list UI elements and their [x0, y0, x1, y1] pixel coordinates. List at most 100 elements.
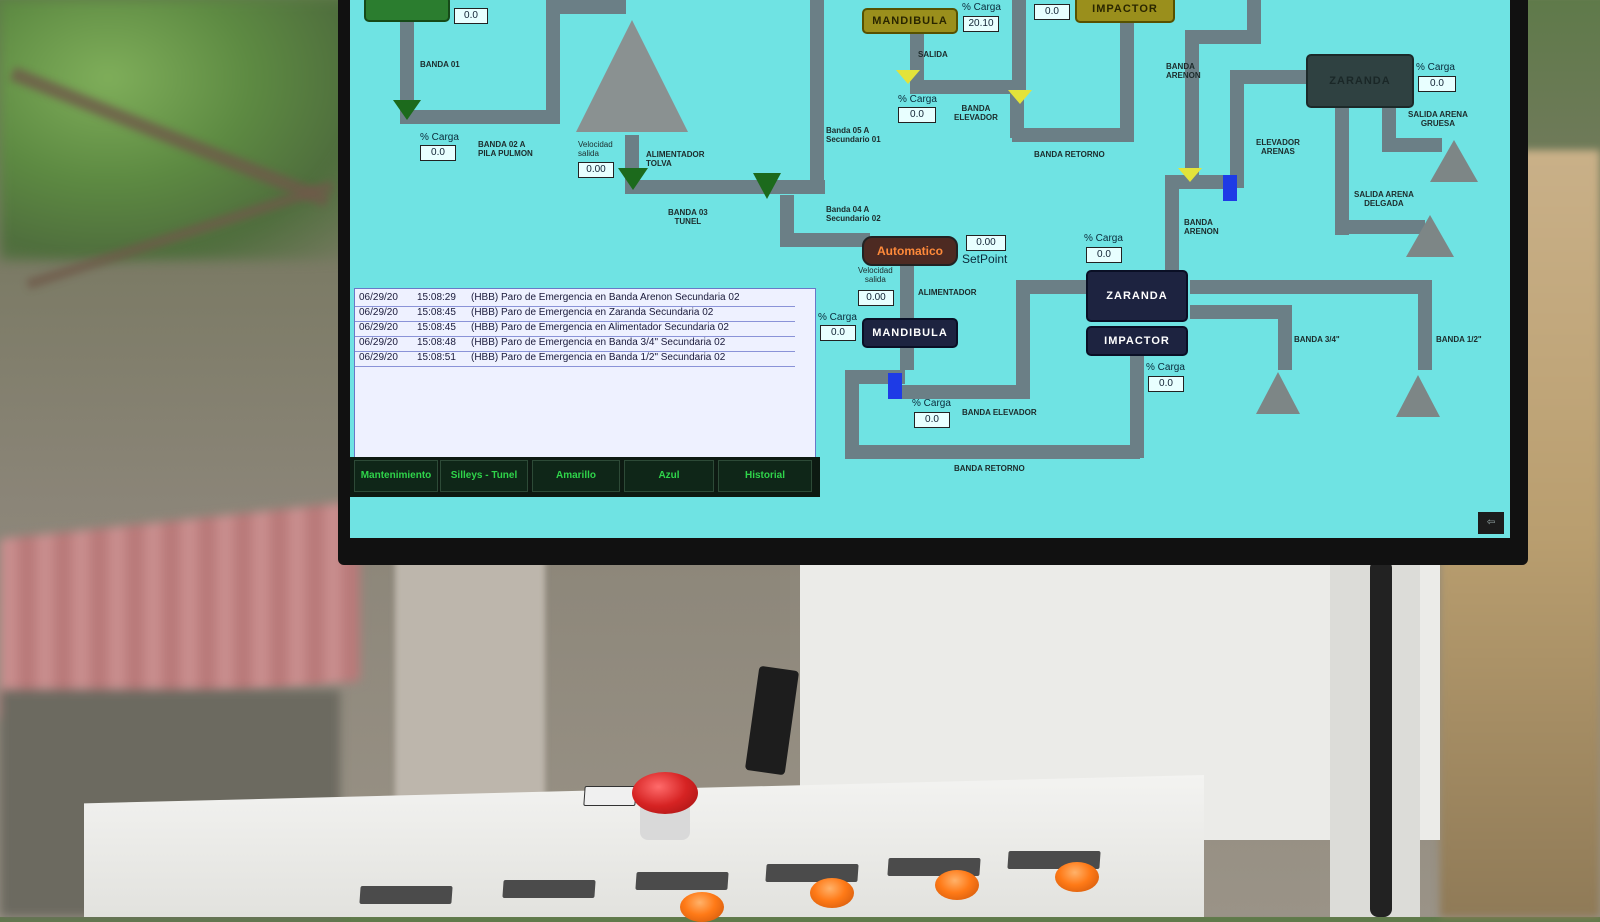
alarm-time: 15:08:45 [417, 307, 456, 318]
zaranda-top-carga-label: % Carga [1416, 62, 1455, 73]
banda05-label: Banda 05 A Secundario 01 [826, 126, 881, 144]
stockpile-icon [1430, 140, 1478, 182]
alarm-row[interactable]: 06/29/20 15:08:45 (HBB) Paro de Emergenc… [355, 306, 795, 322]
console-label-plate [583, 786, 637, 806]
velocidad-salida-value: 0.00 [858, 290, 894, 306]
banda03-label: BANDA 03 TUNEL [668, 208, 708, 226]
blue-valve-icon [1223, 175, 1237, 201]
console-label-plate [359, 886, 453, 904]
carga02-value: 0.0 [454, 8, 488, 24]
impactor-top-block[interactable]: IMPACTOR [1075, 0, 1175, 23]
push-button-icon[interactable] [1055, 862, 1099, 892]
stockpile-icon [1406, 215, 1454, 257]
mandibula-top-block[interactable]: MANDIBULA [862, 8, 958, 34]
zaranda-bottom-carga-label: % Carga [1084, 233, 1123, 244]
carga01-value: 0.0 [420, 145, 456, 161]
pipe [910, 20, 924, 80]
push-button-icon[interactable] [680, 892, 724, 922]
tab-amarillo[interactable]: Amarillo [532, 460, 620, 492]
zaranda-bottom-label: ZARANDA [1106, 290, 1168, 302]
banda-retorno-bottom-label: BANDA RETORNO [954, 464, 1025, 473]
key-switch[interactable] [744, 665, 800, 776]
tab-silleys-tunel[interactable]: Silleys - Tunel [440, 460, 528, 492]
setpoint-value[interactable]: 0.00 [966, 235, 1006, 251]
pipe [400, 110, 550, 124]
alarm-time: 15:08:48 [417, 337, 456, 348]
alarm-message: (HBB) Paro de Emergencia en Banda 3/4" S… [471, 337, 726, 348]
alarm-message: (HBB) Paro de Emergencia en Banda 1/2" S… [471, 352, 726, 363]
background-pillar [395, 520, 545, 800]
alarm-row[interactable]: 06/29/20 15:08:29 (HBB) Paro de Emergenc… [355, 291, 795, 307]
alarm-date: 06/29/20 [359, 337, 398, 348]
banda01-label: BANDA 01 [420, 60, 460, 69]
chute-icon [753, 173, 781, 199]
emergency-stop-icon[interactable] [632, 772, 698, 814]
salida-arena-gruesa-label: SALIDA ARENA GRUESA [1408, 110, 1468, 128]
stockpile-icon [1256, 372, 1300, 414]
pipe [1185, 30, 1255, 44]
pipe [1382, 138, 1442, 152]
alarm-row[interactable]: 06/29/20 15:08:51 (HBB) Paro de Emergenc… [355, 351, 795, 367]
mandibula-carga-value: 0.0 [898, 107, 936, 123]
alarm-list[interactable]: 06/29/20 15:08:29 (HBB) Paro de Emergenc… [354, 288, 816, 480]
yellow-chute-icon [1178, 168, 1202, 182]
pipe [1012, 0, 1026, 96]
automatic-mode-button[interactable]: Automatico [862, 236, 958, 266]
banda-elevador-carga-value: 0.0 [914, 412, 950, 428]
banda-retorno-top-label: BANDA RETORNO [1034, 150, 1105, 159]
banda-34-label: BANDA 3/4" [1294, 335, 1340, 344]
impactor-top-carga-value: 0.0 [1034, 4, 1070, 20]
push-button-icon[interactable] [935, 870, 979, 900]
tab-historial[interactable]: Historial [718, 460, 812, 492]
impactor-bottom-block[interactable]: IMPACTOR [1086, 326, 1188, 356]
pipe [780, 195, 794, 245]
zaranda-bottom-block[interactable]: ZARANDA [1086, 270, 1188, 322]
equipment-block-top-left[interactable] [364, 0, 450, 22]
mandibula-bottom-label: MANDIBULA [872, 327, 948, 339]
mandibula-top-pct-value: 20.10 [963, 16, 999, 32]
pipe [1120, 20, 1134, 142]
impactor-bottom-label: IMPACTOR [1104, 335, 1170, 347]
pipe [845, 445, 1140, 459]
salida-label: SALIDA [918, 50, 948, 59]
mandibula-bottom-carga-label: % Carga [818, 312, 857, 323]
mandibula-carga-label: % Carga [898, 94, 937, 105]
background-trees [0, 0, 360, 260]
banda04-label: Banda 04 A Secundario 02 [826, 205, 881, 223]
console-label-plate [635, 872, 729, 890]
banda-12-label: BANDA 1/2" [1436, 335, 1482, 344]
hmi-screen: MANDIBULA IMPACTOR ZARANDA Automatico MA… [350, 0, 1510, 538]
alarm-time: 15:08:45 [417, 322, 456, 333]
zaranda-top-label: ZARANDA [1329, 75, 1391, 87]
velocidad-salida-label: Velocidad salida [858, 266, 893, 284]
mandibula-bottom-block[interactable]: MANDIBULA [862, 318, 958, 348]
pipe [890, 385, 1030, 399]
mandibula-top-label: MANDIBULA [872, 15, 948, 27]
pipe [1012, 128, 1132, 142]
alarm-row[interactable]: 06/29/20 15:08:48 (HBB) Paro de Emergenc… [355, 336, 795, 352]
alimentador-tolva-label: ALIMENTADOR TOLVA [646, 150, 705, 168]
pipe [546, 0, 560, 124]
banda-arenon-top-label: BANDA ARENON [1166, 62, 1201, 80]
tab-mantenimiento[interactable]: Mantenimiento [354, 460, 438, 492]
exit-icon[interactable]: ⇦ [1478, 512, 1504, 534]
automatic-mode-label: Automatico [877, 244, 943, 258]
console-label-plate [502, 880, 596, 898]
impactor-bottom-carga-label: % Carga [1146, 362, 1185, 373]
tab-azul[interactable]: Azul [624, 460, 714, 492]
yellow-chute-icon [1008, 90, 1032, 104]
stockpile-icon [576, 20, 688, 132]
power-cable [1370, 560, 1392, 917]
alarm-message: (HBB) Paro de Emergencia en Alimentador … [471, 322, 729, 333]
pipe [1278, 305, 1292, 370]
zaranda-top-block[interactable]: ZARANDA [1306, 54, 1414, 108]
background-roof [0, 501, 360, 719]
alarm-row[interactable]: 06/29/20 15:08:45 (HBB) Paro de Emergenc… [355, 321, 795, 337]
pipe [810, 0, 824, 190]
pipe [910, 80, 1020, 94]
alarm-date: 06/29/20 [359, 307, 398, 318]
pipe [1335, 105, 1349, 235]
blue-valve-icon [888, 373, 902, 399]
push-button-icon[interactable] [810, 878, 854, 908]
zaranda-bottom-carga-value: 0.0 [1086, 247, 1122, 263]
